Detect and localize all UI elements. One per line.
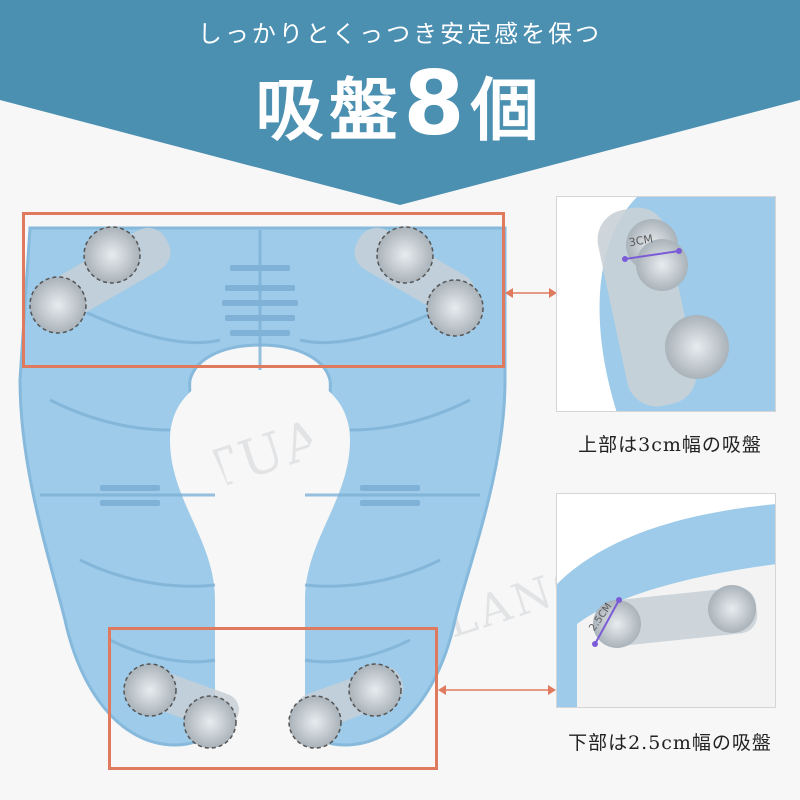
top-suction-closeup-image: 3CM	[557, 197, 775, 411]
highlight-box-top	[22, 212, 505, 368]
header-banner	[0, 0, 800, 205]
double-arrow-icon	[438, 685, 556, 695]
measure-label-top: 3CM	[628, 232, 654, 249]
caption-top: 上部は3cm幅の吸盤	[578, 434, 762, 456]
suction-plate-bottom-right	[288, 663, 404, 749]
seat-opening	[170, 370, 350, 731]
highlight-box-bottom	[108, 627, 438, 770]
caption-bottom: 下部は2.5cm幅の吸盤	[568, 732, 772, 754]
toilet-seat-illustration	[18, 226, 507, 749]
title-prefix: 吸盤	[255, 72, 404, 151]
inset-bottom-suction-closeup: 2.5CM	[556, 493, 776, 708]
title-number: 8	[403, 52, 471, 155]
header-title: 吸盤8個	[0, 52, 800, 155]
suction-plate-bottom-left	[123, 663, 240, 749]
inset-top-suction-closeup: 3CM	[556, 196, 776, 412]
header-subtitle: しっかりとくっつき安定感を保つ	[197, 20, 603, 48]
suction-plate-top-left	[29, 226, 171, 334]
double-arrow-icon	[505, 288, 557, 298]
title-suffix: 個	[470, 72, 545, 151]
bottom-suction-closeup-image: 2.5CM	[557, 494, 775, 707]
suction-plate-top-right	[354, 226, 484, 337]
